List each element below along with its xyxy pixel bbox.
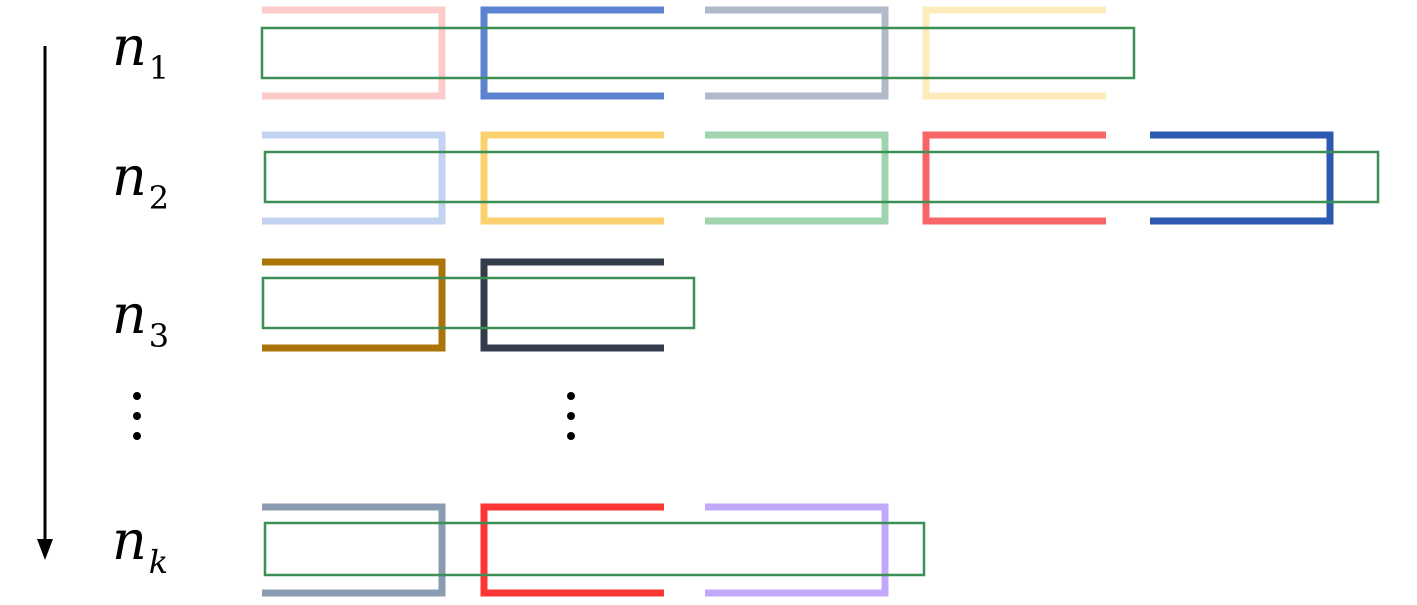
green-box-n2 — [263, 150, 1380, 204]
ellipsis-dot — [133, 432, 141, 440]
row-label-n3: n3 — [112, 288, 169, 353]
row-label-n2-sub: 2 — [148, 179, 170, 217]
green-box-n1 — [260, 26, 1136, 80]
bracket-n1-2 — [480, 6, 664, 100]
bracket-n2-4 — [922, 131, 1106, 225]
bracket-n2-2 — [480, 131, 664, 225]
green-box-nk — [263, 521, 926, 577]
row-label-n1-sub: 1 — [148, 49, 170, 87]
vertical-ellipsis-left — [133, 392, 143, 452]
row-label-n2-base: n — [112, 145, 147, 208]
vertical-ellipsis-middle — [567, 392, 577, 452]
downward-arrow — [37, 46, 53, 560]
bracket-n2-1 — [262, 131, 446, 225]
bracket-n1-3 — [705, 6, 889, 100]
arrow-head — [37, 539, 53, 560]
row-label-nk: nk — [112, 514, 168, 579]
ellipsis-dot — [567, 412, 575, 420]
brackets-layer — [262, 6, 1334, 597]
row-label-n1: n1 — [112, 20, 169, 85]
ellipsis-dot — [133, 392, 141, 400]
row-label-nk-sub: k — [148, 543, 169, 581]
bracket-n2-3 — [705, 131, 889, 225]
bracket-nk-2 — [480, 503, 664, 597]
green-boxes-layer — [260, 26, 1380, 577]
bracket-n1-1 — [262, 6, 446, 100]
bracket-n3-1 — [262, 258, 446, 352]
bracket-nk-3 — [705, 503, 889, 597]
row-label-n3-sub: 3 — [148, 317, 170, 355]
ellipsis-dot — [567, 392, 575, 400]
row-label-n3-base: n — [112, 283, 147, 346]
bracket-nk-1 — [262, 503, 446, 597]
bracket-n1-4 — [922, 6, 1106, 100]
bracket-n3-2 — [480, 258, 664, 352]
bracket-n2-5 — [1150, 131, 1334, 225]
row-label-nk-base: n — [112, 509, 147, 572]
ellipsis-dot — [133, 412, 141, 420]
row-label-n1-base: n — [112, 15, 147, 78]
green-box-n3 — [261, 276, 696, 330]
ellipsis-dot — [567, 432, 575, 440]
row-label-n2: n2 — [112, 150, 169, 215]
